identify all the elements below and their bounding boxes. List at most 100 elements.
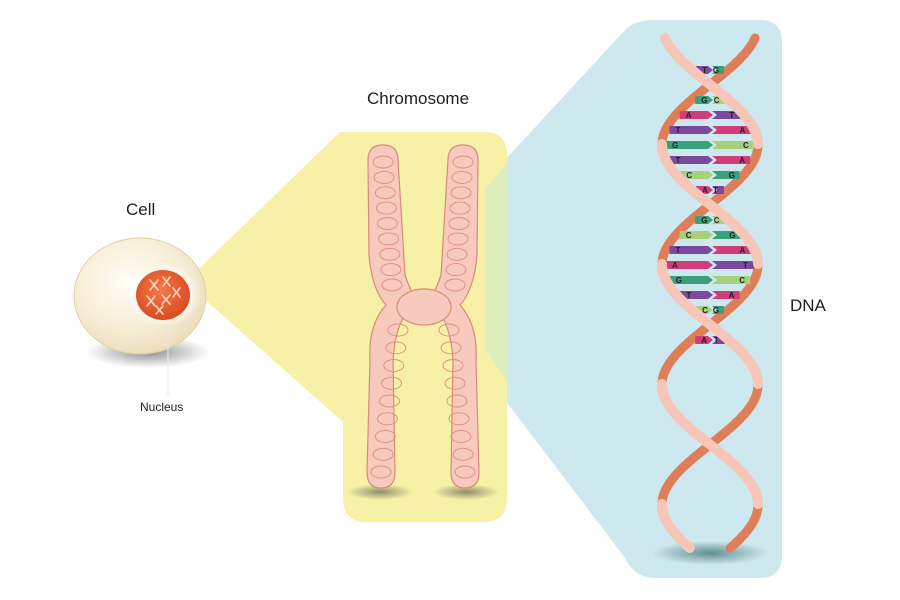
chromatin-coil (446, 394, 468, 408)
base-letter-left: G (676, 276, 682, 285)
base-right (712, 306, 724, 314)
chromatin-coil (370, 465, 392, 479)
chromatin-coil (372, 155, 394, 169)
chromatin-coil (375, 201, 397, 215)
base-right (712, 231, 741, 239)
base-left (680, 171, 713, 179)
base-letter-right: C (714, 96, 720, 105)
chromatin-coil (454, 465, 476, 479)
chromatin-coil (448, 412, 470, 426)
base-letter-left: C (702, 306, 708, 315)
base-letter-left: A (686, 111, 692, 120)
chromatin-coil (444, 376, 466, 390)
dna-front-strand-segment (682, 541, 695, 553)
base-right (712, 291, 740, 299)
chromatin-coil (387, 323, 409, 337)
base-letter-left: T (702, 66, 707, 75)
base-letter-right: T (714, 336, 719, 345)
base-left (669, 156, 713, 164)
base-letter-left: C (686, 171, 692, 180)
base-left (680, 291, 713, 299)
base-left (695, 216, 713, 224)
chromatin-coil (374, 186, 396, 200)
base-letter-right: T (743, 261, 748, 270)
chromatin-coil (452, 155, 474, 169)
base-right (712, 276, 751, 284)
chromatin-coil (374, 430, 396, 443)
chromatid-left (366, 144, 426, 489)
base-letter-right: C (714, 216, 720, 225)
base-letter-left: A (701, 336, 707, 345)
chromatin-coil (378, 232, 400, 246)
base-letter-right: G (729, 171, 735, 180)
base-letter-left: A (672, 261, 678, 270)
chromatin-coil (445, 263, 467, 277)
base-right (712, 171, 740, 179)
chromatin-coil (379, 394, 400, 408)
chromatin-coil (450, 430, 472, 443)
base-right (712, 261, 754, 269)
chromatin-coil (383, 359, 405, 372)
base-letter-right: A (739, 156, 745, 165)
panel-overlap (485, 163, 507, 380)
base-letter-left: C (686, 231, 692, 240)
chromatin-coils (370, 155, 476, 479)
chromatid-right (420, 144, 480, 489)
chromatin-coil (451, 170, 473, 184)
base-letter-left: A (702, 186, 708, 195)
chromosome-zoom-panel (185, 132, 507, 522)
base-left (695, 96, 713, 104)
chromatin-coil (449, 201, 471, 215)
chromatin-coil (381, 278, 403, 292)
base-right (712, 126, 751, 134)
chromatin-coil (380, 263, 402, 277)
base-letter-left: G (701, 216, 707, 225)
base-letter-right: G (713, 306, 719, 315)
chromatin-coil (452, 447, 474, 461)
base-letter-right: T (729, 111, 734, 120)
base-right (712, 141, 754, 149)
chromatin-coil (438, 323, 460, 337)
chromatin-coil (450, 186, 472, 200)
dna-label: DNA (790, 296, 826, 315)
dna-back-strand-segment (725, 541, 737, 553)
base-left (679, 231, 713, 239)
base-left (679, 111, 713, 119)
base-left (666, 141, 713, 149)
chromatin-coil (379, 247, 401, 261)
centromere (396, 288, 452, 326)
base-left (669, 126, 713, 134)
base-left (695, 336, 713, 344)
chromosome (366, 144, 480, 489)
cell-label: Cell (126, 200, 156, 219)
nucleus-chromosomes (146, 276, 181, 315)
chromatin-coil (447, 232, 469, 246)
base-letter-left: G (701, 96, 707, 105)
base-letter-right: G (713, 66, 719, 75)
chromatin-coil (440, 341, 462, 355)
base-right (712, 246, 751, 254)
base-letter-left: T (676, 156, 681, 165)
base-letter-left: T (676, 126, 681, 135)
chromatin-coil (442, 359, 464, 372)
dna-shadow (652, 541, 768, 565)
chromatin-coil (446, 247, 468, 261)
base-right (712, 111, 741, 119)
chromatin-coil (373, 170, 395, 184)
chromatin-coil (372, 447, 394, 461)
base-letter-right: A (740, 126, 746, 135)
chromatin-coil (448, 217, 470, 230)
